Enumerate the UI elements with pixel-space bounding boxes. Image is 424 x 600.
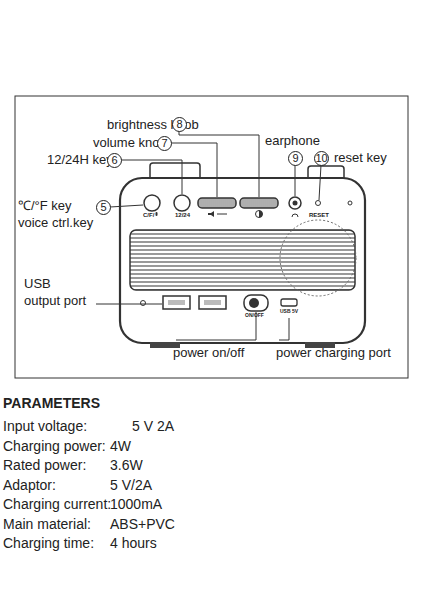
callout-label: volume knob — [93, 136, 167, 151]
callout-number: 6 — [107, 153, 122, 168]
callout-label: reset key — [334, 151, 387, 166]
param-name: Input voltage: — [3, 418, 87, 434]
callout-number: 5 — [96, 200, 111, 215]
param-name: Adaptor: — [3, 477, 56, 493]
callout-number: 10 — [314, 151, 329, 166]
param-value: 5 V 2A — [132, 418, 174, 434]
device-marking: USB 5V — [280, 309, 298, 315]
device-marking: 12/24 — [175, 212, 190, 219]
param-value: 1000mA — [110, 496, 162, 512]
param-name: Charging power: — [3, 438, 106, 454]
param-value: ABS+PVC — [110, 516, 175, 532]
param-name: Main material: — [3, 516, 91, 532]
callout-label: voice ctrl.key — [18, 216, 93, 231]
callout-label: 12/24H key — [47, 153, 113, 168]
device-marking: RESET — [309, 212, 329, 219]
callout-number: 9 — [288, 151, 303, 166]
callout-label: earphone — [265, 134, 320, 149]
device-marking: C/F/ — [143, 212, 154, 219]
callout-label: output port — [24, 294, 86, 309]
param-name: Rated power: — [3, 457, 86, 473]
param-value: 5 V/2A — [110, 477, 152, 493]
callout-number: 7 — [157, 136, 172, 151]
param-value: 3.6W — [110, 457, 143, 473]
callout-label: power on/off — [173, 346, 244, 361]
callout-number: 8 — [172, 117, 187, 132]
device-marking: ON/OFF — [245, 313, 264, 319]
param-name: Charging current: — [3, 496, 111, 512]
param-name: Charging time: — [3, 535, 94, 551]
callout-label: power charging port — [276, 346, 391, 361]
callout-label: USB — [24, 277, 51, 292]
section-heading: PARAMETERS — [3, 395, 100, 411]
param-value: 4W — [110, 438, 131, 454]
param-value: 4 hours — [110, 535, 157, 551]
callout-label: ℃/°F key — [18, 199, 72, 214]
